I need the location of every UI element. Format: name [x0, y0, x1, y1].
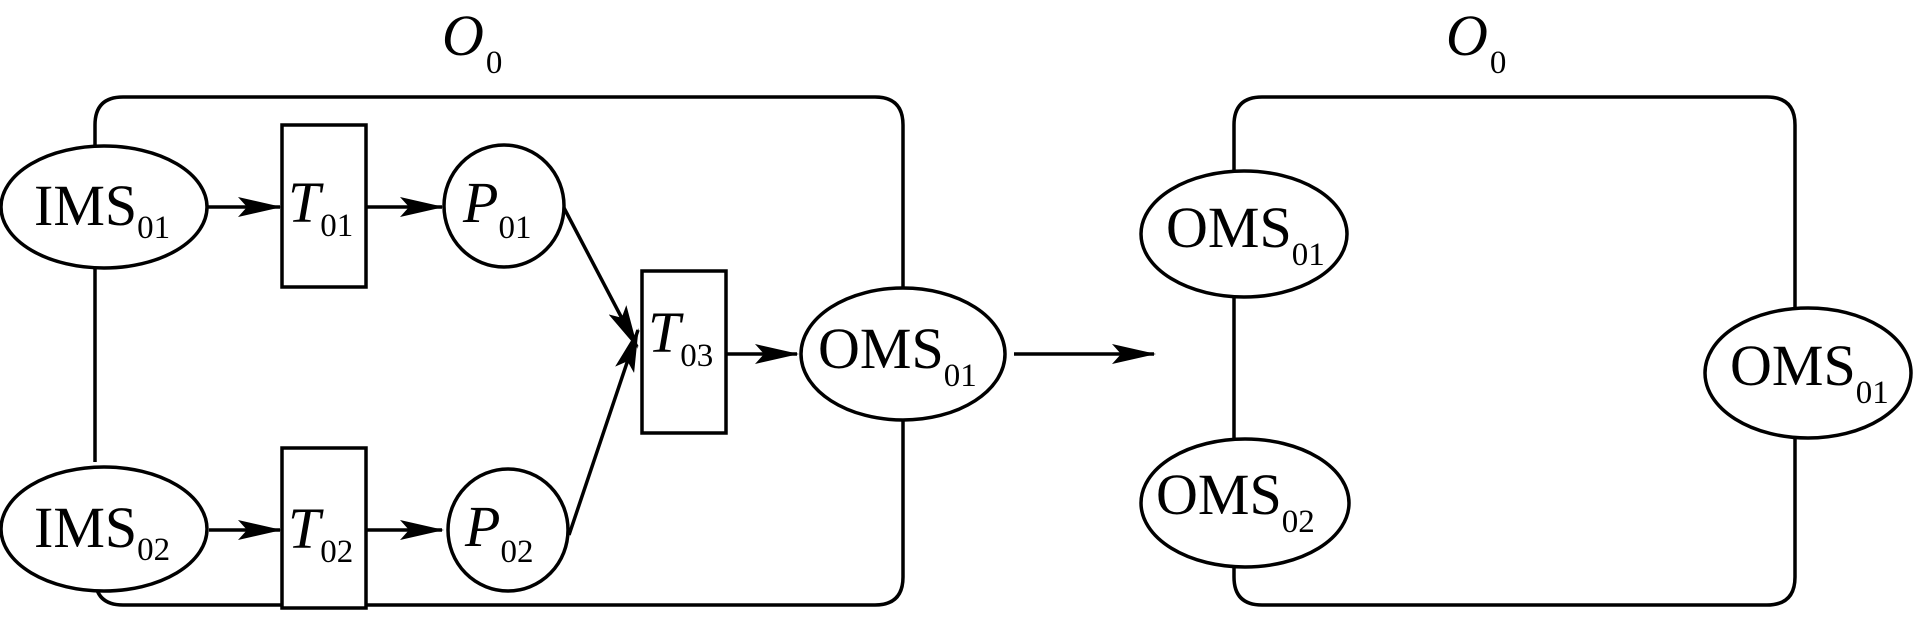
right-oms-02-label: OMS02: [1156, 462, 1315, 540]
right-panel: O0 OMS01 OMS02 OMS01: [1139, 3, 1913, 607]
right-oms-02: OMS02: [1139, 437, 1351, 569]
output-oms-01: OMS01: [799, 286, 1007, 422]
left-panel-title: O0: [442, 3, 502, 81]
right-oms-02-ellipse: [1139, 437, 1351, 569]
p-01-circle: [442, 143, 566, 269]
input-ims-01: IMS01: [0, 144, 209, 270]
p-01-label: P01: [462, 170, 531, 246]
place-p-02: P02: [446, 467, 570, 593]
right-oms-01-output: OMS01: [1703, 306, 1913, 440]
ims-02-label: IMS02: [34, 495, 170, 568]
place-p-01: P01: [442, 143, 566, 269]
right-oms-01-ellipse: [1139, 169, 1349, 299]
t-01-label: T01: [288, 170, 353, 244]
right-panel-title: O0: [1446, 3, 1506, 81]
ims-01-ellipse: [0, 144, 209, 270]
arrow-p01-t03: [561, 205, 639, 349]
transition-t-02: T02: [280, 446, 368, 610]
right-output-oms-01-ellipse: [1703, 306, 1913, 440]
t-02-box: [280, 446, 368, 610]
ims-01-label: IMS01: [34, 173, 170, 246]
right-operation-box: [1232, 95, 1797, 607]
input-ims-02: IMS02: [0, 465, 209, 593]
p-02-label: P02: [464, 494, 533, 570]
transition-t-03: T03: [640, 269, 728, 435]
oms-01-label: OMS01: [818, 316, 977, 394]
t-03-box: [640, 269, 728, 435]
ims-02-ellipse: [0, 465, 209, 593]
right-oms-01-label: OMS01: [1166, 195, 1325, 273]
transition-t-01: T01: [280, 123, 368, 289]
arrow-p02-t03: [567, 328, 640, 536]
p-02-circle: [446, 467, 570, 593]
oms-01-ellipse: [799, 286, 1007, 422]
t-01-box: [280, 123, 368, 289]
t-03-label: T03: [648, 300, 713, 374]
left-panel: O0 IMS01 IMS02: [0, 3, 1007, 610]
right-output-oms-01-label: OMS01: [1730, 333, 1889, 411]
t-02-label: T02: [288, 496, 353, 570]
right-oms-01: OMS01: [1139, 169, 1349, 299]
